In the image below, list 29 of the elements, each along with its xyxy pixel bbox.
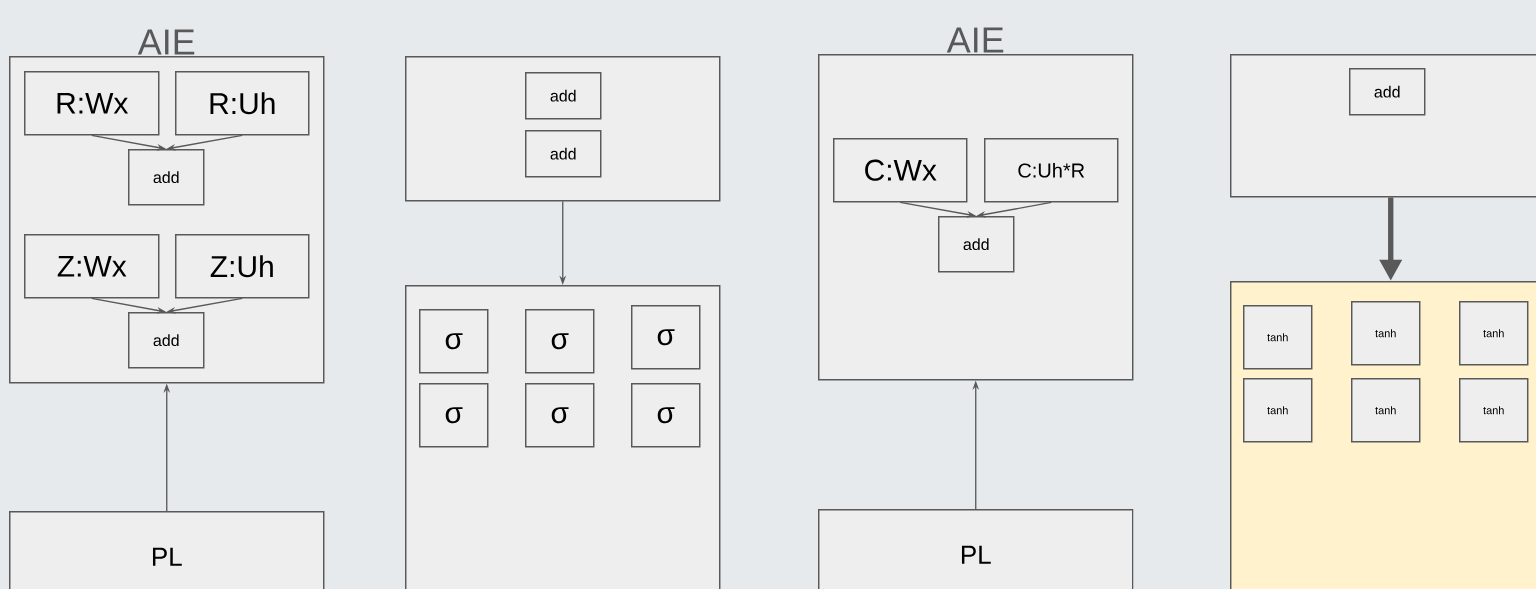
operation-box: add xyxy=(128,312,205,369)
operation-box: tanh xyxy=(1243,305,1313,370)
operation-box: σ xyxy=(525,383,595,448)
operation-box: Z:Wx xyxy=(24,234,160,299)
operation-box: add xyxy=(1349,68,1426,116)
operation-box: R:Uh xyxy=(175,71,310,136)
node-label: AIE xyxy=(137,29,195,55)
block-box: PL xyxy=(818,509,1134,589)
operation-box: C:Uh*R xyxy=(984,138,1119,203)
operation-box: Z:Uh xyxy=(175,234,310,299)
operation-box: tanh xyxy=(1351,301,1421,366)
operation-box: σ xyxy=(631,383,701,448)
operation-box: tanh xyxy=(1243,378,1313,443)
operation-box: σ xyxy=(419,383,489,448)
operation-box: R:Wx xyxy=(24,71,160,136)
operation-box: tanh xyxy=(1459,378,1529,443)
block-box: PL xyxy=(9,511,325,589)
operation-box: σ xyxy=(419,309,489,374)
operation-box: C:Wx xyxy=(833,138,968,203)
operation-box: add xyxy=(128,149,205,206)
operation-box: σ xyxy=(631,305,701,370)
operation-box: add xyxy=(525,72,602,120)
operation-box: add xyxy=(525,130,602,178)
block-box xyxy=(1230,54,1536,198)
operation-box: σ xyxy=(525,309,595,374)
operation-box: tanh xyxy=(1459,301,1529,366)
node-label: AIE xyxy=(946,27,1004,53)
operation-box: add xyxy=(938,216,1015,273)
operation-box: tanh xyxy=(1351,378,1421,443)
